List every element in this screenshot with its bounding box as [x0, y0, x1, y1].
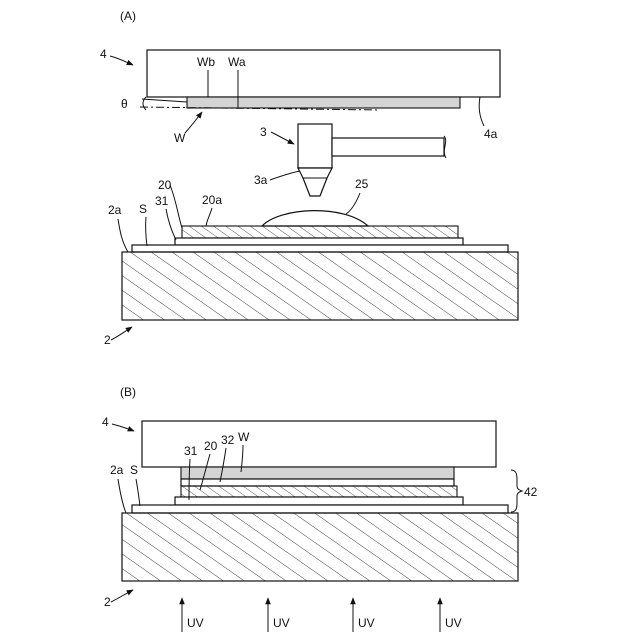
leader-wafer	[185, 112, 202, 133]
label-table-b: 2	[104, 595, 111, 609]
uv-label-4: UV	[445, 616, 462, 630]
uv-arrow-2: UV	[268, 598, 290, 632]
label-table: 2	[104, 333, 111, 347]
uv-arrow-4: UV	[440, 598, 462, 632]
label-nozzle: 3a	[254, 173, 268, 187]
leader-substrate	[146, 217, 147, 246]
label-resin: 25	[355, 177, 369, 191]
leader-film-face	[206, 208, 212, 226]
uv-label-1: UV	[187, 616, 204, 630]
panel-b-title: (B)	[120, 385, 136, 399]
leader-table-face	[118, 219, 128, 252]
uv-arrow-1: UV	[182, 598, 204, 632]
layer-32	[181, 479, 454, 486]
leader-adhesive	[166, 209, 176, 240]
label-holder: 4	[100, 47, 107, 61]
label-film-face: 20a	[202, 193, 222, 207]
stack-brace	[511, 470, 522, 512]
leader-substrate-b	[136, 479, 140, 506]
nozzle	[298, 168, 332, 196]
label-holder-b: 4	[102, 415, 109, 429]
substrate-b	[132, 505, 508, 513]
label-wafer: W	[174, 131, 186, 145]
panel-a-title: (A)	[120, 9, 136, 23]
adhesive-b	[175, 497, 463, 505]
label-film-b: 20	[204, 439, 218, 453]
label-wafer-b: W	[238, 430, 250, 444]
panel-b: (B) 4 31 20 32 W 2a S 42 2	[102, 385, 538, 632]
adhesive	[175, 238, 463, 245]
uv-label-3: UV	[358, 616, 375, 630]
label-dispenser: 3	[260, 125, 267, 139]
label-holder-face: 4a	[484, 127, 498, 141]
uv-label-2: UV	[273, 616, 290, 630]
substrate	[132, 245, 508, 252]
label-substrate: S	[139, 202, 147, 216]
leader-holder-b	[112, 424, 134, 431]
dispenser-arm	[332, 138, 444, 156]
table	[122, 252, 518, 320]
leader-resin	[346, 193, 360, 214]
label-film: 20	[158, 178, 172, 192]
table-b	[122, 513, 518, 581]
leader-table	[111, 327, 132, 340]
leader-nozzle	[270, 171, 300, 180]
label-substrate-b: S	[130, 463, 138, 477]
label-wafer-front: Wa	[228, 55, 246, 69]
label-layer-b: 32	[221, 433, 235, 447]
leader-holder-face	[479, 97, 484, 126]
resin-drop	[262, 211, 368, 226]
label-adhesive-b: 31	[184, 444, 198, 458]
leader-film	[170, 185, 182, 228]
film	[182, 226, 458, 238]
dispenser-body	[298, 124, 332, 168]
leader-table-b	[111, 590, 133, 602]
label-angle: θ	[121, 97, 128, 111]
label-adhesive: 31	[155, 194, 169, 208]
leader-table-face-b	[118, 479, 126, 513]
panel-a: (A) 4 Wb Wa θ W 4a 3 3a 25	[100, 9, 518, 347]
leader-dispenser	[271, 132, 294, 144]
label-table-face-b: 2a	[110, 463, 124, 477]
wafer	[187, 97, 460, 108]
tilt-line	[142, 99, 187, 102]
label-wafer-back: Wb	[197, 55, 215, 69]
uv-arrow-3: UV	[353, 598, 375, 632]
label-stack: 42	[524, 485, 538, 499]
label-table-face: 2a	[108, 203, 122, 217]
film-b	[181, 486, 457, 497]
leader-holder	[110, 56, 133, 65]
